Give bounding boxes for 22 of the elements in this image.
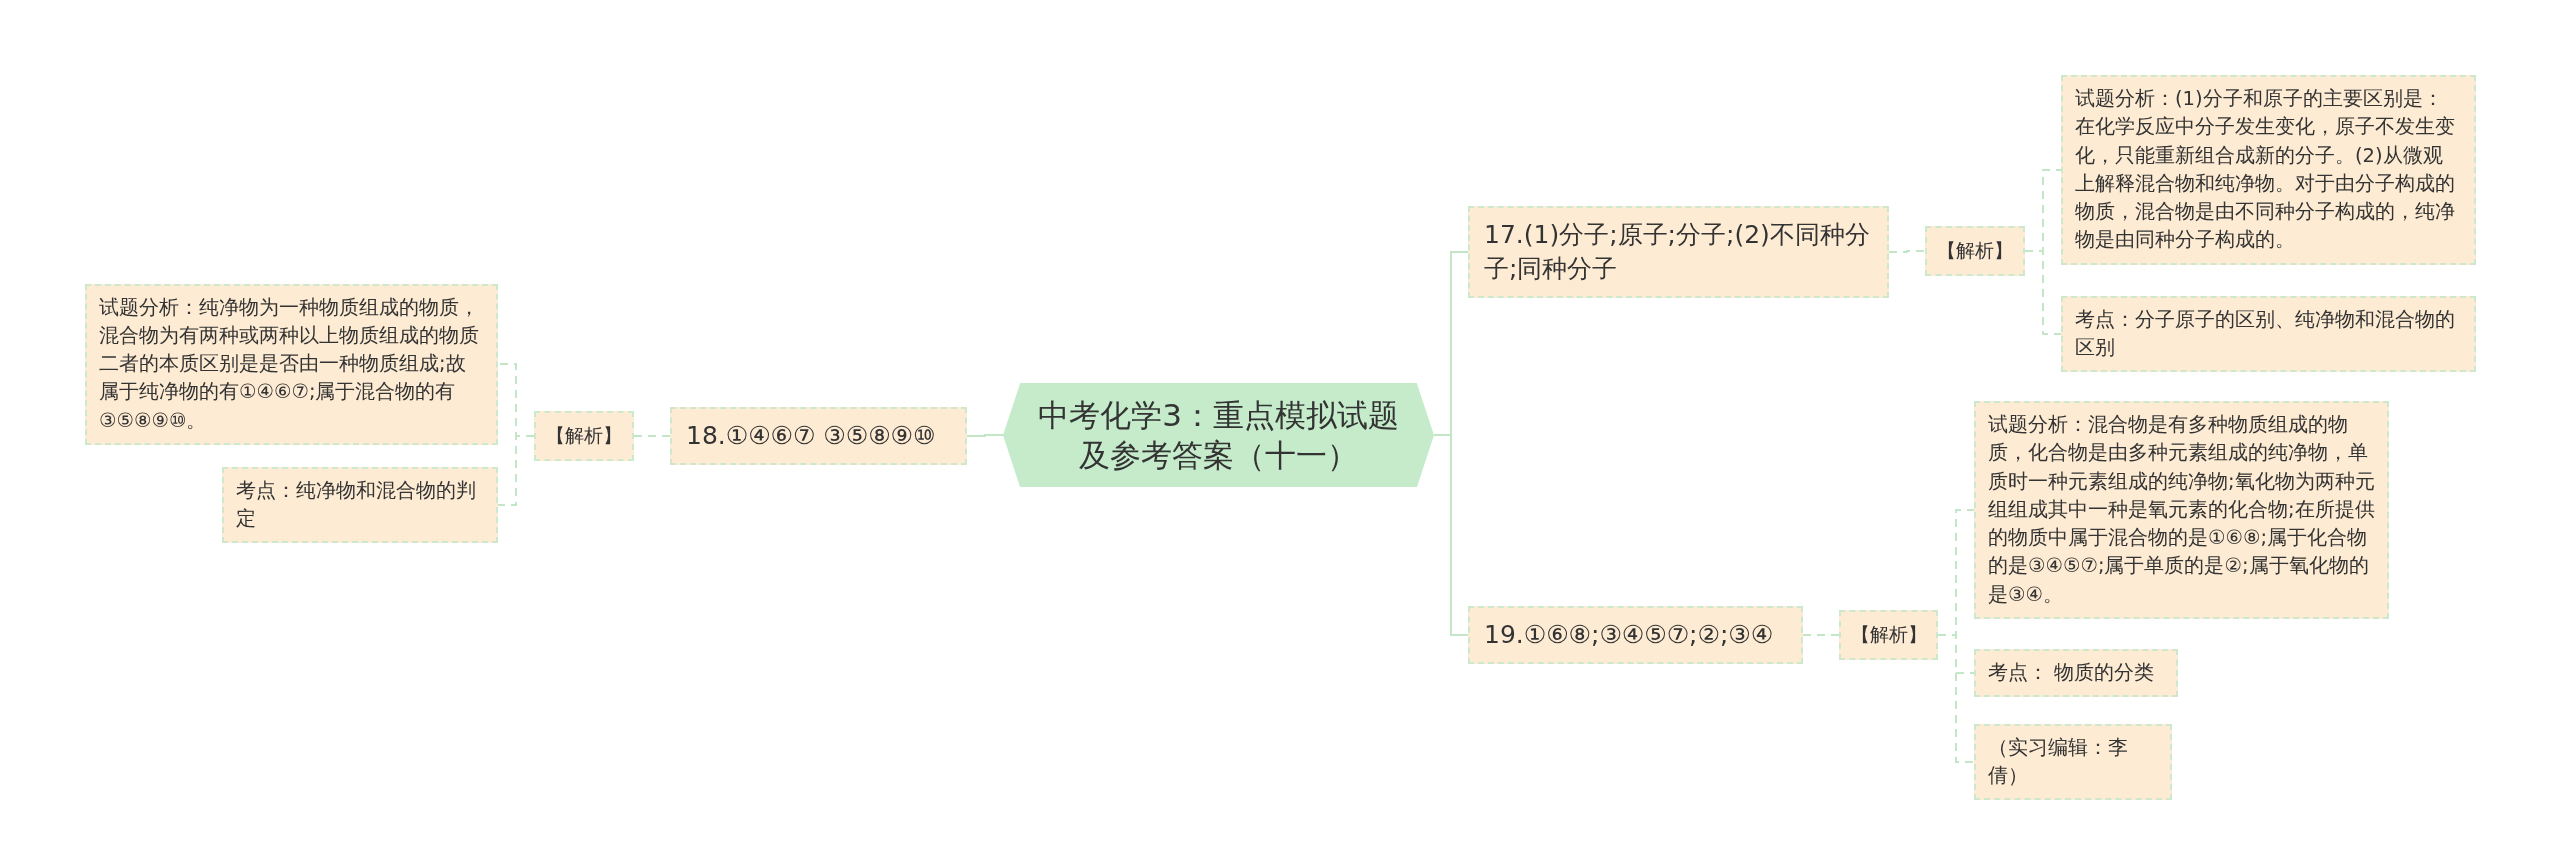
connector-line: [966, 434, 1004, 437]
connector-line: [1802, 634, 1840, 636]
answer-box: 18.①④⑥⑦ ③⑤⑧⑨⑩: [670, 407, 967, 465]
connector-line: [497, 435, 535, 506]
analysis-tag-box: 【解析】: [1925, 226, 2025, 276]
analysis-tag-box: 【解析】: [1839, 610, 1938, 660]
connector-line: [1888, 250, 1926, 253]
connector-line: [1937, 634, 1975, 763]
central-topic: 中考化学3：重点模拟试题及参考答案（十一）: [1003, 382, 1434, 488]
connector-line: [2024, 250, 2062, 335]
connector-line: [1433, 434, 1469, 636]
analysis-tag-box: 【解析】: [534, 411, 634, 461]
answer-box: 17.(1)分子;原子;分子;(2)不同种分子;同种分子: [1468, 206, 1889, 298]
note-box: （实习编辑：李倩）: [1974, 723, 2172, 801]
note-box: 试题分析：(1)分子和原子的主要区别是：在化学反应中分子发生变化，原子不发生变化，只能重新组合成新的分子。(2)从微观上解释混合物和纯净物。对于由分子构成的物质，混合物是由不同种分子构成的，纯净物是由同种分子构成的。: [2061, 75, 2476, 265]
note-box: 试题分析：混合物是有多种物质组成的物质，化合物是由多种元素组成的纯净物，单质时一种元素组成的纯净物;氧化物为两种元组组成其中一种是氧元素的化合物;在所提供的物质中属于混合物的是①⑥⑧;属于化合物的是③④⑤⑦;属于单质的是②;属于氧化物的是③④。: [1974, 401, 2389, 619]
connector-line: [633, 435, 671, 437]
note-box: 试题分析：纯净物为一种物质组成的物质，混合物为有两种或两种以上物质组成的物质二者的本质区别是是否由一种物质组成;故属于纯净物的有①④⑥⑦;属于混合物的有③⑤⑧⑨⑩。: [85, 283, 498, 445]
note-box: 考点： 物质的分类: [1974, 649, 2178, 698]
note-box: 考点：纯净物和混合物的判定: [222, 466, 498, 544]
answer-box: 19.①⑥⑧;③④⑤⑦;②;③④: [1468, 606, 1803, 664]
note-box: 考点：分子原子的区别、纯净物和混合物的区别: [2061, 295, 2476, 373]
